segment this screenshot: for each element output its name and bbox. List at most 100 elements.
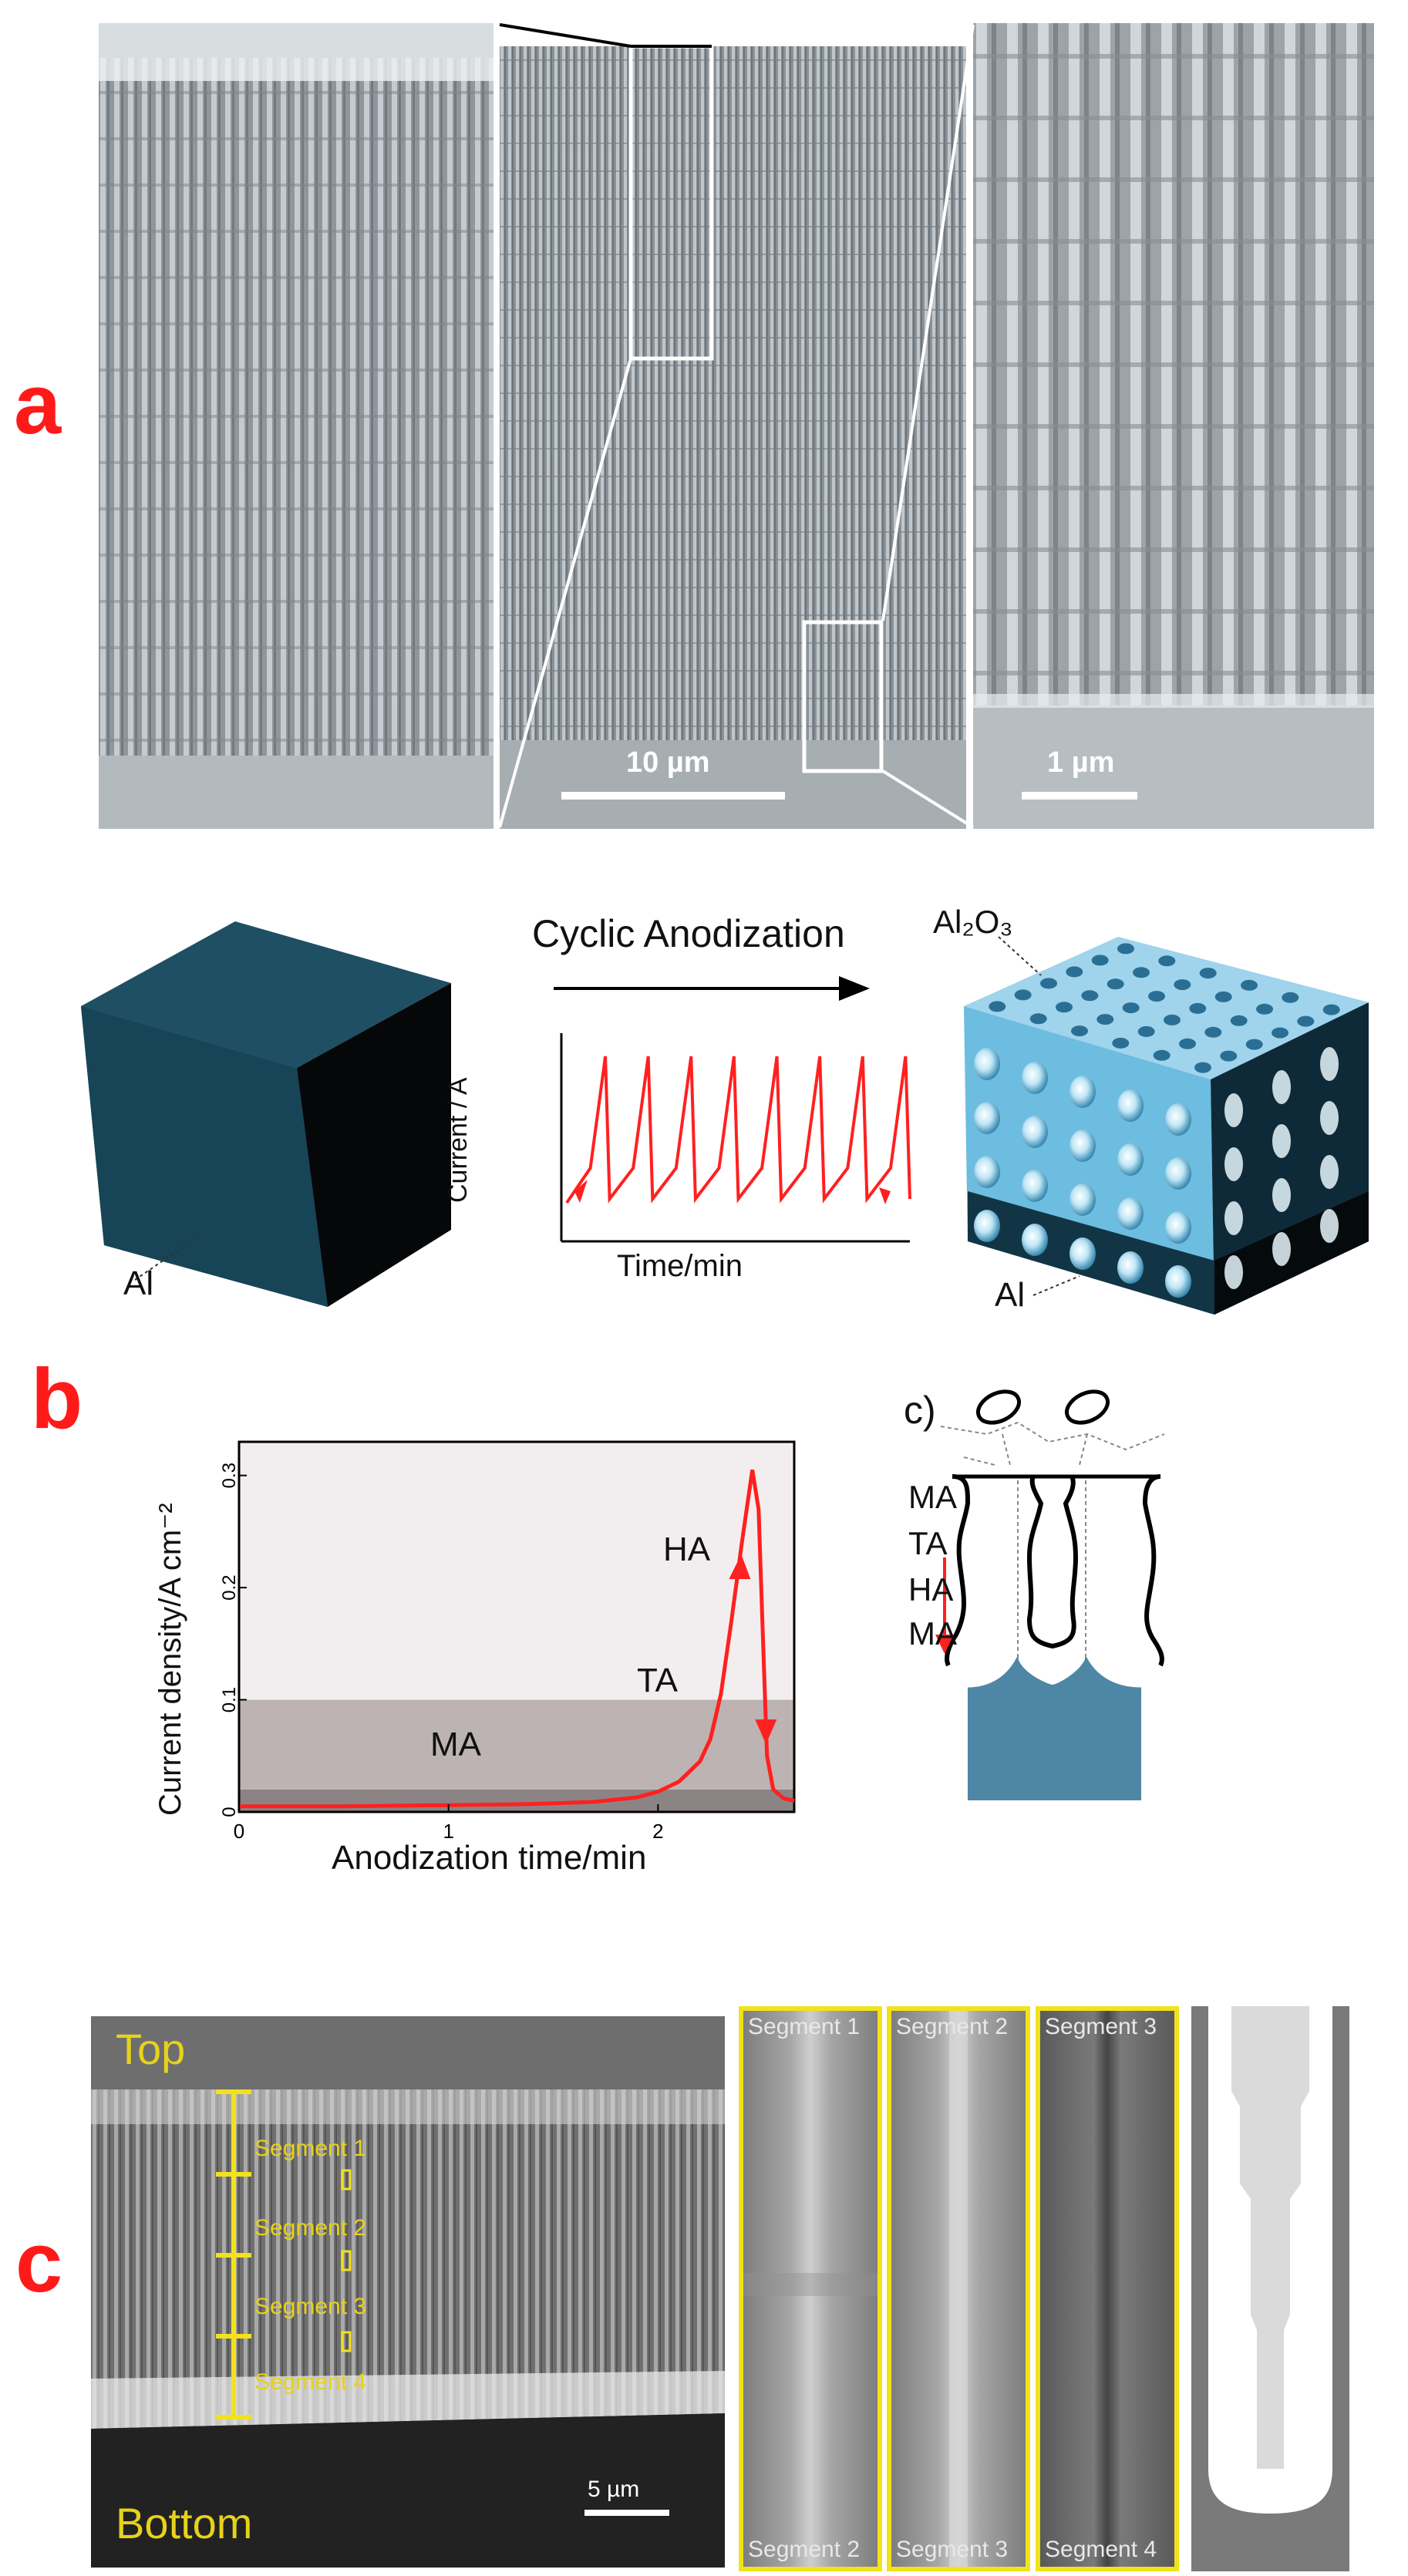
pore-cavity (1022, 1062, 1048, 1094)
pore-opening (1241, 979, 1258, 991)
segment-label-4: Segment 4 (254, 2369, 367, 2395)
pore-opening (1056, 1002, 1073, 1013)
pore-cavity (1022, 1224, 1048, 1256)
pore-opening (1107, 978, 1124, 990)
pore-cavity (1069, 1237, 1096, 1270)
chart-frame (237, 1440, 796, 1813)
pore-opening (1220, 1050, 1238, 1062)
pore-cavity (1117, 1089, 1144, 1122)
alumina-cube (964, 937, 1369, 1315)
pore-opening (1199, 968, 1217, 979)
pore-cavity (1117, 1143, 1144, 1176)
panel-letter-a: a (14, 357, 62, 452)
pore-cavity-side (1224, 1201, 1243, 1235)
zoom-box-upper (628, 46, 714, 361)
label-top: Top (116, 2025, 186, 2073)
zoom-box-lower (802, 620, 884, 773)
pore-cavity-side (1272, 1070, 1291, 1104)
process-arrow (554, 976, 870, 1001)
region-label-ha: HA (663, 1530, 711, 1568)
pore-cavity (1117, 1197, 1144, 1230)
inset-xlabel: Time/min (617, 1249, 743, 1283)
scale-bar-10um (561, 792, 785, 800)
segment-tile-3-graphic (1040, 2011, 1174, 2567)
sem-image-left-graphic (99, 23, 493, 829)
tile-1-top-label: Segment 1 (748, 2014, 861, 2039)
inset-current-plot (560, 1033, 911, 1243)
pore-opening (1164, 1014, 1181, 1025)
schematic-letter: c) (904, 1389, 936, 1432)
pore-cavity-side (1320, 1047, 1339, 1081)
pore-cavity-side (1272, 1178, 1291, 1212)
pore-opening (1179, 1038, 1196, 1049)
pore-opening (1112, 1037, 1130, 1049)
segment-tile-1 (739, 2006, 882, 2571)
segment-label-3: Segment 3 (254, 2294, 367, 2319)
pore-cavity-side (1224, 1255, 1243, 1289)
pore-cavity (974, 1156, 1000, 1188)
al2o3-leader (998, 936, 1042, 976)
panel-letter-c: c (15, 2215, 63, 2310)
sem-cross-section (91, 2016, 725, 2568)
pore-opening (1066, 966, 1083, 978)
pore-opening (1096, 1014, 1114, 1025)
pore-cavity (1069, 1130, 1096, 1162)
pore-cavity-side (1320, 1101, 1339, 1135)
al-left-leader (134, 1237, 197, 1281)
label-al-right: Al (995, 1276, 1026, 1314)
chart-ytick-label: 0.2 (219, 1574, 240, 1600)
pore-cavity (1069, 1184, 1096, 1216)
pore-opening (1153, 1049, 1171, 1061)
sem-image-right-graphic (973, 23, 1374, 829)
pore-cavity-side (1224, 1147, 1243, 1181)
pore-opening (1040, 978, 1057, 989)
segment-tile-2-graphic (891, 2011, 1026, 2567)
pore-opening (1081, 990, 1099, 1002)
pore-opening (1322, 1004, 1340, 1015)
region-label-ta: TA (637, 1662, 678, 1699)
pore-cavity-side (1320, 1155, 1339, 1189)
scale-bar-1um (1022, 792, 1137, 800)
pore-opening (1204, 1026, 1222, 1038)
pore-opening (1158, 955, 1176, 967)
pore-cavity (1022, 1116, 1048, 1148)
schematic-label-ma-top: MA (908, 1479, 957, 1515)
tile-3-bottom-label: Segment 4 (1045, 2537, 1157, 2562)
pore-cavity (974, 1210, 1000, 1242)
pore-opening (1117, 943, 1134, 955)
pore-opening (1272, 1027, 1288, 1039)
pore-opening (1174, 979, 1191, 991)
pore-cavity (974, 1102, 1000, 1134)
segment-label-1: Segment 1 (254, 2136, 367, 2161)
chart-ytick-label: 0 (219, 1807, 240, 1817)
pore-opening (1029, 1013, 1047, 1025)
pore-profile-schematic (1191, 2006, 1349, 2571)
pore-opening (1071, 1025, 1088, 1037)
panel-letter-b: b (31, 1352, 83, 1446)
pore-opening (1230, 1015, 1248, 1026)
chart-band-ta (239, 1699, 794, 1790)
pore-opening (1122, 1002, 1140, 1014)
segment-tile-1-graphic (743, 2011, 877, 2567)
pore-opening (1282, 992, 1299, 1003)
scale-label-1um: 1 µm (1047, 746, 1115, 779)
label-al2o3: Al₂O₃ (933, 904, 1013, 940)
sem-image-center-graphic (500, 46, 966, 829)
pore-cavity-side (1224, 1093, 1243, 1127)
pore-opening (1297, 1015, 1315, 1027)
pore-opening (1256, 1003, 1273, 1015)
sem-image-center (500, 46, 966, 829)
pore-cavity (974, 1048, 1000, 1080)
tile-1-bottom-label: Segment 2 (748, 2537, 861, 2562)
chart-xtick-label: 0 (234, 1820, 244, 1843)
inset-ylabel: Current / A (443, 1077, 473, 1203)
pore-profile-graphic (1191, 2006, 1349, 2571)
pore-opening (1245, 1039, 1263, 1050)
pore-cavity (1165, 1265, 1191, 1298)
pore-opening (1194, 1062, 1211, 1073)
zoom-connectors (498, 23, 975, 829)
pore-cavity-side (1272, 1124, 1291, 1158)
pore-cavity (1165, 1211, 1191, 1244)
process-title: Cyclic Anodization (532, 912, 845, 955)
